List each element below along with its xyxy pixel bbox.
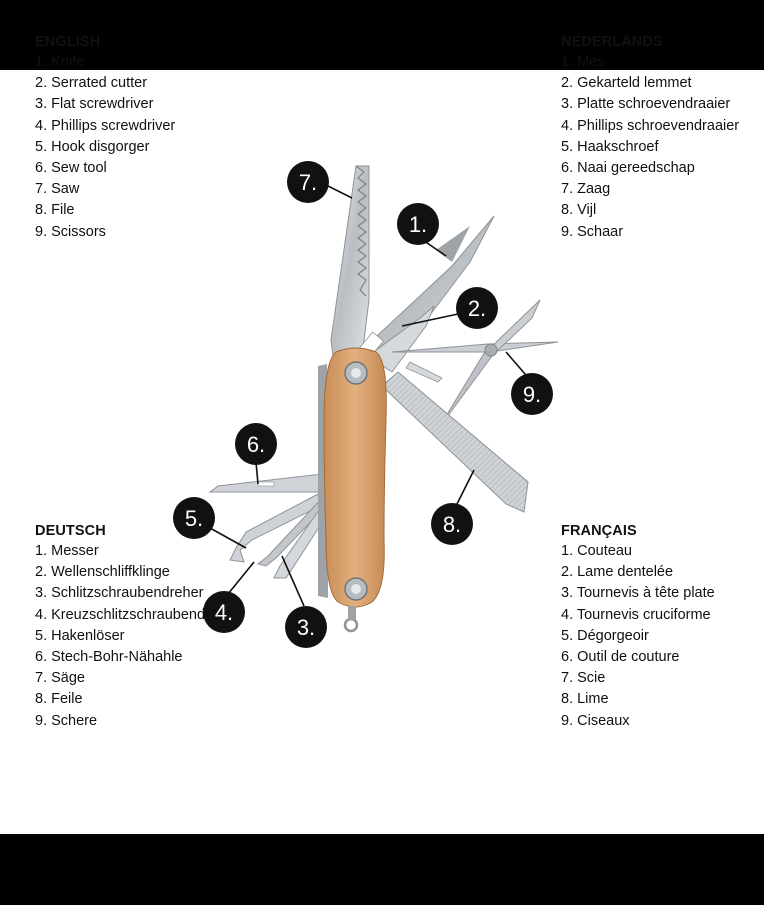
legend-item: 3. Schlitzschraubendreher xyxy=(35,585,204,602)
callout-label: 9. xyxy=(523,382,541,407)
legend-item: 7. Säge xyxy=(35,670,85,687)
callout-label: 2. xyxy=(468,296,486,321)
callout-label: 6. xyxy=(247,432,265,457)
legend-item: 1. Mes xyxy=(561,54,605,70)
legend-item: 5. Hook disgorger xyxy=(35,138,150,155)
legend-item: 4. Phillips screwdriver xyxy=(35,117,176,134)
callout-label: 4. xyxy=(215,600,233,625)
legend-item: 1. Couteau xyxy=(561,543,632,559)
saw-blade xyxy=(330,165,370,357)
legend-german: DEUTSCH 1. Messer 2. Wellenschliffklinge… xyxy=(35,523,275,732)
callout-3: 3. xyxy=(285,606,327,648)
sew-tool xyxy=(208,473,323,493)
legend-item: 6. Stech-Bohr-Nähahle xyxy=(35,649,183,666)
legend-french: FRANÇAIS 1. Couteau 2. Lame dentelée 3. … xyxy=(561,523,764,732)
callout-label: 8. xyxy=(443,512,461,537)
legend-item: 2. Serrated cutter xyxy=(35,75,148,92)
legend-item: 8. Lime xyxy=(561,691,609,708)
callout-label: 3. xyxy=(297,615,315,640)
legend-item: 7. Saw xyxy=(35,181,80,198)
callout-label: 5. xyxy=(185,506,203,531)
callout-6: 6. xyxy=(235,423,277,465)
legend-item: 8. Feile xyxy=(35,691,83,708)
hook-disgorger xyxy=(229,491,325,563)
legend-item: 7. Scie xyxy=(561,670,606,687)
legend-title: DEUTSCH xyxy=(35,523,106,539)
legend-item: 3. Platte schroevendraaier xyxy=(561,96,731,113)
legend-item: 1. Messer xyxy=(35,543,99,559)
legend-item: 4. Phillips schroevendraaier xyxy=(561,117,740,134)
legend-item: 6. Outil de couture xyxy=(561,649,680,666)
legend-item: 3. Flat screwdriver xyxy=(35,96,154,113)
legend-item: 5. Hakenlöser xyxy=(35,627,125,644)
legend-item: 9. Ciseaux xyxy=(561,712,630,729)
callout-5: 5. xyxy=(173,497,215,539)
callout-7: 7. xyxy=(287,161,329,203)
legend-title: ENGLISH xyxy=(35,34,101,50)
legend-title: NEDERLANDS xyxy=(561,34,663,50)
callout-2: 2. xyxy=(456,287,498,329)
legend-item: 6. Naai gereedschap xyxy=(561,160,695,177)
legend-english: ENGLISH 1. Knife 2. Serrated cutter 3. F… xyxy=(35,34,275,243)
legend-item: 5. Haakschroef xyxy=(561,138,659,155)
legend-dutch: NEDERLANDS 1. Mes 2. Gekarteld lemmet 3.… xyxy=(561,34,764,243)
legend-item: 9. Schere xyxy=(35,712,98,729)
scissors xyxy=(391,299,559,433)
callout-label: 7. xyxy=(299,170,317,195)
legend-item: 4. Kreuzschlitzschraubendreher xyxy=(35,606,239,623)
callout-label: 1. xyxy=(409,212,427,237)
legend-item: 2. Gekarteld lemmet xyxy=(561,75,692,92)
wooden-handle xyxy=(318,347,387,633)
callout-4: 4. xyxy=(203,591,245,633)
callout-1: 1. xyxy=(397,203,439,245)
legend-item: 8. Vijl xyxy=(561,202,597,219)
legend-item: 7. Zaag xyxy=(561,181,611,198)
legend-item: 5. Dégorgeoir xyxy=(561,627,649,644)
legend-item: 8. File xyxy=(35,202,75,219)
legend-item: 1. Knife xyxy=(35,54,85,70)
legend-title: FRANÇAIS xyxy=(561,523,637,539)
legend-item: 2. Wellenschliffklinge xyxy=(35,564,170,581)
legend-item: 2. Lame dentelée xyxy=(561,564,674,581)
legend-item: 4. Tournevis cruciforme xyxy=(561,606,711,623)
file-tool xyxy=(381,371,529,513)
callout-8: 8. xyxy=(431,503,473,545)
legend-item: 9. Scissors xyxy=(35,223,106,240)
legend-item: 3. Tournevis à tête plate xyxy=(561,585,715,602)
callout-9: 9. xyxy=(511,373,553,415)
legend-item: 6. Sew tool xyxy=(35,160,107,177)
legend-item: 9. Schaar xyxy=(561,223,624,240)
